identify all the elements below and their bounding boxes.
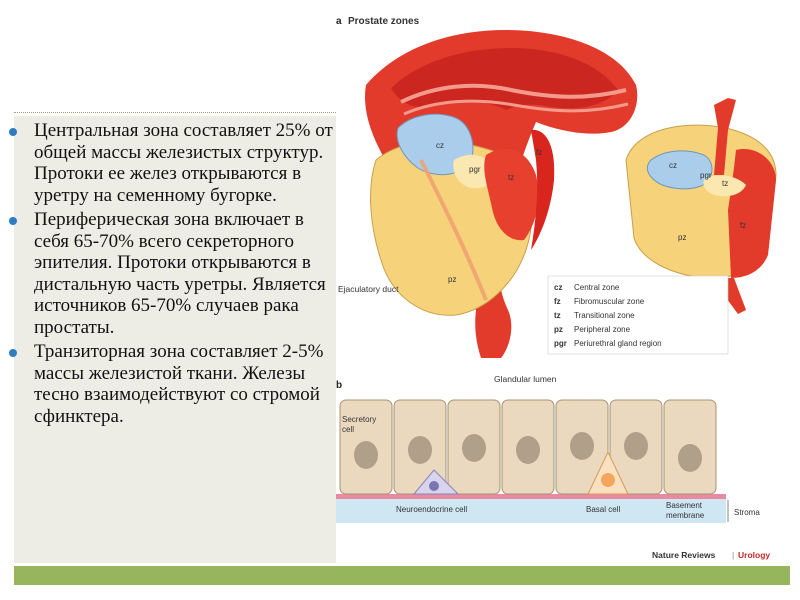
label-pz-sagittal: pz: [448, 275, 456, 284]
top-divider: [14, 112, 336, 113]
secretory-cell-label: Secretory: [342, 415, 376, 424]
cell-nucleus: [570, 432, 594, 460]
bullet-central-zone: Центральная зона составляет 25% от общей…: [9, 120, 336, 206]
legend-abbr: tz: [554, 311, 561, 320]
label-fz-block: fz: [740, 221, 746, 230]
bullet-peripheral-zone: Периферическая зона включает в себя 65-7…: [9, 209, 336, 338]
label-tz-sagittal: tz: [508, 173, 514, 182]
legend-label: Peripheral zone: [574, 325, 631, 334]
transition-zone-block: [703, 175, 746, 197]
bullet-dot-icon: [9, 217, 17, 225]
sagittal-prostate: cz pgr tz fz pz Ejaculatory duct: [338, 30, 638, 358]
bullet-text: Центральная зона составляет 25% от общей…: [34, 120, 333, 206]
label-pz-block: pz: [678, 233, 686, 242]
basement-membrane-label: Basement: [666, 501, 703, 510]
fibromuscular-zone-sagittal: [531, 129, 555, 250]
bullet-dot-icon: [9, 128, 17, 136]
label-pgr-block: pgr: [700, 171, 712, 180]
bullet-transition-zone: Транзиторная зона составляет 2-5% массы …: [9, 341, 336, 427]
legend-box: [547, 275, 729, 355]
cell-nucleus: [408, 436, 432, 464]
label-cz-sagittal: cz: [436, 141, 444, 150]
zone-legend: cz Central zone fz Fibromuscular zone tz…: [547, 275, 729, 355]
basal-cell-nucleus: [601, 473, 615, 487]
basement-membrane-line: [336, 494, 726, 499]
legend-label: Transitional zone: [574, 311, 635, 320]
periurethral-region-sagittal: [453, 154, 495, 189]
legend-abbr: cz: [554, 283, 562, 292]
bullet-dot-icon: [9, 349, 17, 357]
glandular-lumen-label: Glandular lumen: [494, 374, 557, 384]
credit-journal: Urology: [738, 550, 770, 560]
bullet-list: Центральная зона составляет 25% от общей…: [9, 120, 336, 430]
neuroendocrine-nucleus: [429, 481, 439, 491]
bladder-stripe: [403, 99, 629, 116]
legend-label: Fibromuscular zone: [574, 297, 645, 306]
label-tz-block: tz: [722, 179, 728, 188]
bladder-lumen: [391, 48, 618, 110]
secretory-cell-label: cell: [342, 425, 354, 434]
urethra-top: [714, 98, 736, 175]
panel-a-title: Prostate zones: [348, 16, 420, 27]
cell-nucleus: [462, 434, 486, 462]
basement-membrane-label: membrane: [666, 511, 705, 520]
label-fz-sagittal: fz: [536, 148, 542, 157]
label-pgr-sagittal: pgr: [469, 165, 481, 174]
cell-nucleus: [354, 441, 378, 469]
block-prostate: cz pgr tz fz pz: [625, 98, 777, 314]
bladder-stripe: [400, 83, 627, 104]
fibromuscular-zone-block: [728, 149, 776, 278]
cell-nuclei: [354, 432, 702, 472]
epithelium-panel: Secretory cell Neuroendocrine cell Basal…: [336, 399, 760, 523]
cell-nucleus: [624, 432, 648, 460]
ejaculatory-duct-label: Ejaculatory duct: [338, 284, 399, 294]
text-panel: Центральная зона составляет 25% от общей…: [9, 116, 336, 563]
legend-abbr: pz: [554, 325, 563, 334]
basal-cell-label: Basal cell: [586, 505, 620, 514]
label-cz-block: cz: [669, 161, 677, 170]
prostate-figure: a Prostate zones cz pgr tz fz pz Ejacula…: [336, 10, 786, 566]
neuroendocrine-cell-label: Neuroendocrine cell: [396, 505, 467, 514]
cell-nucleus: [516, 436, 540, 464]
transition-zone-sagittal: [484, 148, 539, 241]
central-zone-block: [646, 150, 713, 190]
legend-label: Periurethral gland region: [574, 339, 662, 348]
bullet-text: Периферическая зона включает в себя 65-7…: [34, 209, 326, 338]
credit-publisher: Nature Reviews: [652, 550, 716, 560]
cell-nucleus: [678, 444, 702, 472]
panel-b-letter: b: [336, 380, 342, 391]
legend-abbr: pgr: [554, 339, 567, 348]
prostate-diagram: a Prostate zones cz pgr tz fz pz Ejacula…: [336, 16, 777, 560]
stroma-layer: [336, 498, 726, 523]
credit-separator: |: [732, 550, 734, 560]
footer-bar: [14, 566, 790, 585]
legend-label: Central zone: [574, 283, 620, 292]
legend-abbr: fz: [554, 297, 561, 306]
panel-a-letter: a: [336, 16, 342, 27]
bullet-text: Транзиторная зона составляет 2-5% массы …: [34, 341, 324, 427]
ejaculatory-duct-line: [419, 159, 488, 301]
stroma-label: Stroma: [734, 508, 760, 517]
